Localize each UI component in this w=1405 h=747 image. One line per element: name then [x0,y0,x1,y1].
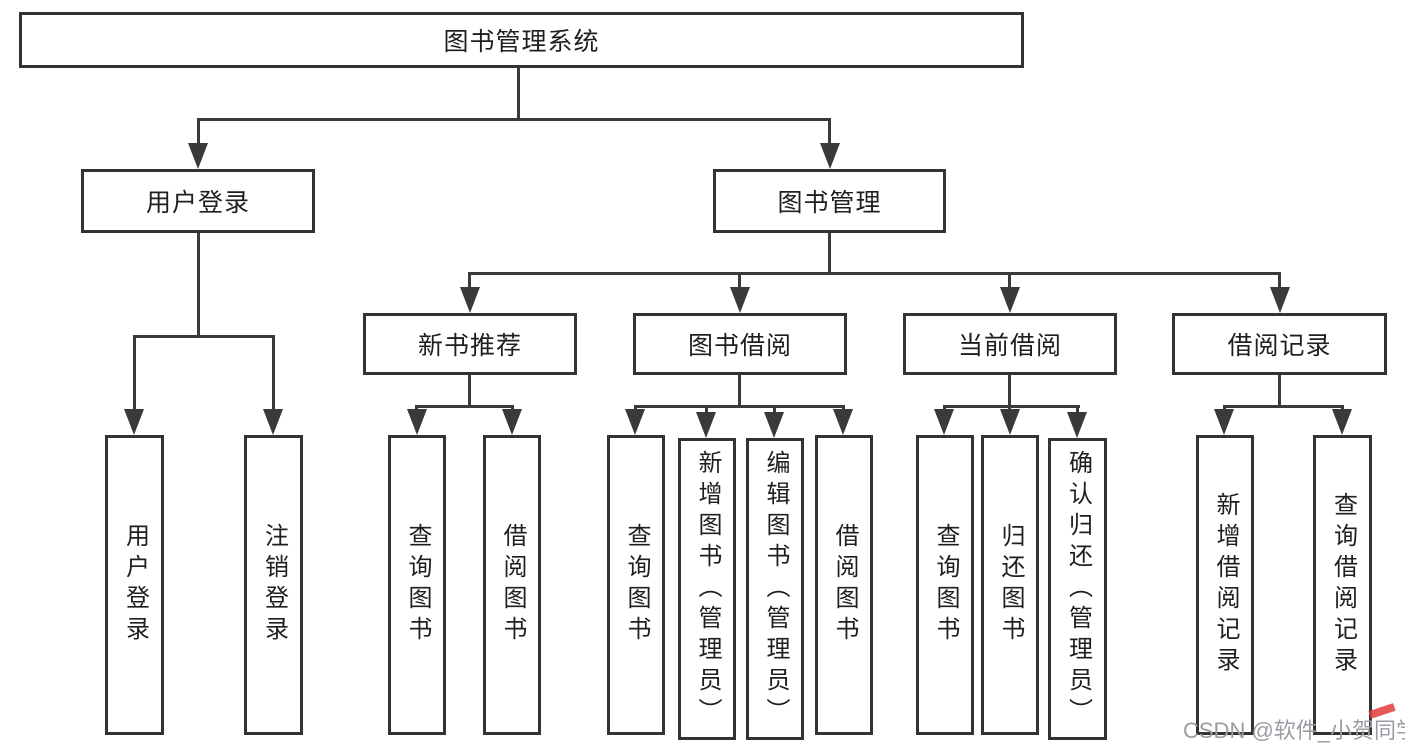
connector-drop-book-mgmt [828,118,831,146]
arrowhead-down-icon [934,409,954,435]
leaf-logout: 注销登录 [244,435,303,735]
connector-new-book-rec-bus [415,405,514,408]
arrowhead-down-icon [764,412,784,438]
connector-drop [415,405,418,412]
arrowhead-down-icon [263,409,283,435]
connector-drop [773,405,776,415]
connector-drop-leaf-logout [272,335,275,411]
connector-current-borrow-bus [943,405,1080,408]
leaf-current-confirm-return-label: 确认归还（管理员） [1064,449,1092,729]
node-user-login-label: 用户登录 [145,189,250,217]
node-user-login: 用户登录 [81,169,315,233]
connector-drop [1341,405,1344,412]
leaf-rec-query-book: 查询图书 [388,435,446,735]
leaf-rec-query-book-label: 查询图书 [404,523,431,647]
arrowhead-down-icon [460,287,480,313]
node-current-borrow-label: 当前借阅 [957,332,1062,360]
connector-book-mgmt-stem [828,233,831,274]
leaf-record-query-label: 查询借阅记录 [1329,492,1357,678]
node-book-mgmt: 图书管理 [713,169,946,233]
node-current-borrow: 当前借阅 [903,313,1117,375]
arrowhead-down-icon [833,409,853,435]
leaf-borrow-query-book: 查询图书 [607,435,665,735]
connector-drop-current-borrow [1008,272,1011,289]
connector-drop-borrow-record [1278,272,1281,289]
leaf-current-return-book-label: 归还图书 [997,523,1024,647]
connector-drop-book-borrow [738,272,741,289]
leaf-current-query-book: 查询图书 [916,435,974,735]
arrowhead-down-icon [1214,409,1234,435]
connector-current-borrow-stem [1008,375,1011,407]
connector-drop [634,405,637,412]
leaf-logout-label: 注销登录 [260,523,288,647]
leaf-borrow-borrow-book: 借阅图书 [815,435,873,735]
connector-borrow-record-stem [1278,375,1281,407]
arrowhead-down-icon [820,143,840,169]
leaf-rec-borrow-book-label: 借阅图书 [499,523,526,647]
node-borrow-record-label: 借阅记录 [1227,332,1332,360]
arrowhead-down-icon [1000,287,1020,313]
node-book-borrow: 图书借阅 [633,313,847,375]
leaf-record-query: 查询借阅记录 [1313,435,1372,735]
arrowhead-down-icon [1067,412,1087,438]
arrowhead-down-icon [730,287,750,313]
leaf-record-add-label: 新增借阅记录 [1212,492,1239,678]
leaf-borrow-add-book-label: 新增图书（管理员） [694,449,721,729]
connector-drop-leaf-user-login [133,335,136,411]
node-book-borrow-label: 图书借阅 [687,332,792,360]
connector-drop [705,405,708,415]
leaf-borrow-edit-book-label: 编辑图书（管理员） [762,449,789,729]
connector-drop [1008,405,1011,412]
node-root-label: 图书管理系统 [443,28,600,56]
leaf-current-return-book: 归还图书 [981,435,1039,735]
connector-drop [943,405,946,412]
connector-book-borrow-bus [634,405,845,408]
leaf-borrow-edit-book: 编辑图书（管理员） [746,438,804,740]
leaf-rec-borrow-book: 借阅图书 [483,435,541,735]
arrowhead-down-icon [1270,287,1290,313]
node-root: 图书管理系统 [19,12,1024,68]
connector-drop-user-login [197,118,200,146]
node-borrow-record: 借阅记录 [1172,313,1387,375]
arrowhead-down-icon [1000,409,1020,435]
leaf-user-login: 用户登录 [105,435,164,735]
leaf-record-add: 新增借阅记录 [1196,435,1254,735]
leaf-borrow-add-book: 新增图书（管理员） [678,438,736,740]
connector-user-login-bus [133,335,275,338]
leaf-current-confirm-return: 确认归还（管理员） [1048,438,1107,740]
arrowhead-down-icon [188,143,208,169]
connector-user-login-stem [197,233,200,337]
leaf-user-login-label: 用户登录 [121,523,149,647]
arrowhead-down-icon [625,409,645,435]
connector-new-book-rec-stem [468,375,471,407]
arrowhead-down-icon [696,412,716,438]
connector-level2-bus [197,118,831,121]
connector-drop-new-book-rec [468,272,471,289]
connector-level3-bus [468,272,1281,275]
connector-borrow-record-bus [1223,405,1344,408]
arrowhead-down-icon [502,409,522,435]
connector-drop [1076,405,1079,415]
arrowhead-down-icon [124,409,144,435]
connector-root-stem [517,68,520,121]
node-new-book-rec-label: 新书推荐 [417,332,522,360]
connector-drop [842,405,845,412]
connector-drop [511,405,514,412]
connector-drop [1223,405,1226,412]
node-book-mgmt-label: 图书管理 [777,189,882,217]
leaf-borrow-query-book-label: 查询图书 [623,523,650,647]
connector-book-borrow-stem [738,375,741,407]
node-new-book-rec: 新书推荐 [363,313,577,375]
arrowhead-down-icon [1332,409,1352,435]
leaf-current-query-book-label: 查询图书 [932,523,959,647]
watermark-text: CSDN @软件_小贺同学 [1183,718,1405,743]
leaf-borrow-borrow-book-label: 借阅图书 [831,523,858,647]
arrowhead-down-icon [407,409,427,435]
